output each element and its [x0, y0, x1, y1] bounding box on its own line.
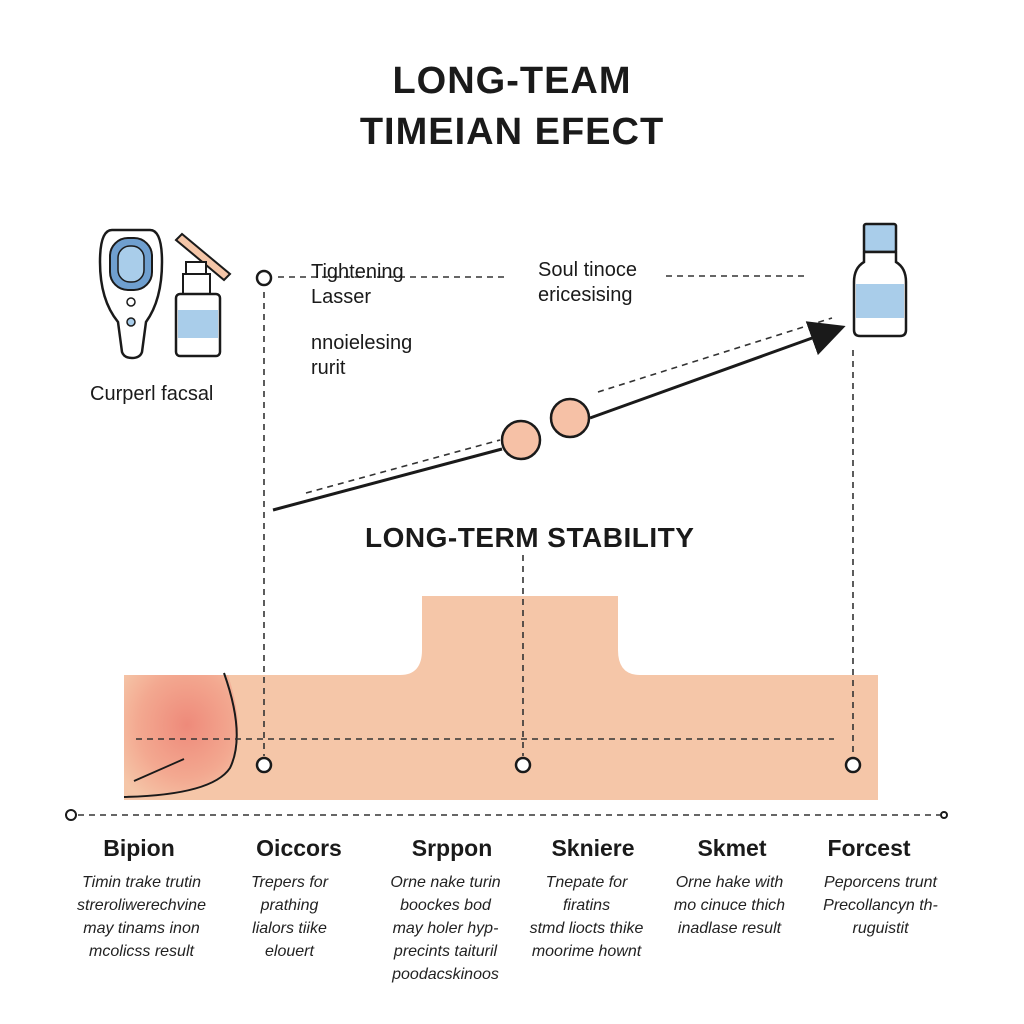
column-desc-1-line: may tinams inon	[83, 920, 200, 937]
column-desc-6-line: ruguistit	[852, 920, 909, 937]
marker-bottom-left	[255, 756, 273, 774]
bottle-icon	[852, 222, 908, 338]
column-desc-1-line: mcolicss result	[89, 943, 194, 960]
skin-block	[123, 596, 878, 800]
column-heading-3: Srppon	[411, 835, 493, 861]
column-desc-4-line: Tnepate for	[545, 874, 628, 891]
column-desc-2: Trepers for prathing lialors tiike eloue…	[202, 871, 377, 963]
timeline-markers	[65, 269, 948, 821]
column-desc-5: Orne hake with mo cinuce thich inadlase …	[642, 871, 817, 940]
trend-line-segment	[272, 447, 503, 512]
marker-bottom-center	[514, 756, 532, 774]
axis-end-marker	[940, 811, 948, 819]
column-desc-2-line: prathing	[260, 897, 319, 914]
tightening-label: Tightening Lasser	[311, 260, 404, 310]
column-desc-3: Orne nake turin boockes bod may holer hy…	[358, 871, 533, 986]
column-desc-6-line: Precollancyn th-	[823, 897, 938, 914]
column-desc-1: Timin trake trutin streroliwerechvine ma…	[54, 871, 229, 963]
title-line-1: LONG-TEAM	[392, 60, 632, 102]
column-heading-5: Skmet	[697, 835, 767, 861]
column-heading-6: Forcest	[827, 835, 911, 861]
guide-trend-left	[305, 439, 501, 494]
progress-dot-1	[500, 419, 542, 461]
guide-lines	[78, 275, 940, 816]
pump-bottle-icon	[174, 232, 232, 358]
column-desc-1-line: Timin trake trutin	[82, 874, 201, 891]
handheld-device-icon	[98, 228, 164, 360]
column-desc-2-line: elouert	[265, 943, 314, 960]
noiel-label-line-2: rurit	[311, 357, 346, 379]
skin-stroke-mark	[133, 758, 185, 782]
column-desc-4-line: moorime hownt	[531, 943, 642, 960]
column-desc-3-line: poodacskinoos	[392, 966, 499, 983]
column-desc-6: Peporcens trunt Precollancyn th- ruguist…	[793, 871, 968, 940]
column-desc-6-line: Peporcens trunt	[824, 874, 937, 891]
noiel-label-line-1: nnoielesing	[311, 332, 413, 354]
column-desc-3-line: precints taituril	[393, 943, 498, 960]
marker-bottom-right	[844, 756, 862, 774]
tightening-label-line-2: Lasser	[311, 286, 372, 308]
column-desc-1-line: streroliwerechvine	[77, 897, 206, 914]
soul-label: Soul tinoce ericesising	[538, 258, 637, 308]
column-heading-2: Oiccors	[256, 835, 342, 861]
column-desc-3-line: Orne nake turin	[390, 874, 501, 891]
column-desc-4-line: stmd liocts thike	[529, 920, 644, 937]
column-desc-4-line: firatins	[562, 897, 611, 914]
column-heading-4: Skniere	[551, 835, 635, 861]
noiel-label: nnoielesing rurit	[311, 331, 412, 381]
column-desc-5-line: inadlase result	[677, 920, 782, 937]
soul-label-line-1: Soul tinoce	[538, 259, 637, 281]
progress-dot-2	[549, 397, 591, 439]
device-caption: Curperl facsal	[90, 383, 214, 405]
soul-label-line-2: ericesising	[538, 284, 633, 306]
section-title: LONG-TERM STABILITY	[365, 522, 695, 553]
column-desc-5-line: Orne hake with	[675, 874, 784, 891]
column-desc-5-line: mo cinuce thich	[673, 897, 786, 914]
trend-arrow	[589, 321, 846, 420]
axis-start-marker	[65, 809, 77, 821]
marker-top-left	[255, 269, 273, 287]
column-desc-3-line: may holer hyp-	[392, 920, 499, 937]
skin-edge-line	[123, 672, 238, 798]
column-heading-1: Bipion	[103, 835, 175, 861]
guide-trend-right	[597, 317, 833, 393]
title-line-2: TIMEIAN EFECT	[359, 111, 665, 153]
column-desc-3-line: boockes bod	[400, 897, 491, 914]
column-desc-4: Tnepate for firatins stmd liocts thike m…	[499, 871, 674, 963]
column-desc-2-line: lialors tiike	[252, 920, 327, 937]
tightening-label-line-1: Tightening	[311, 261, 404, 283]
column-desc-2-line: Trepers for	[250, 874, 329, 891]
